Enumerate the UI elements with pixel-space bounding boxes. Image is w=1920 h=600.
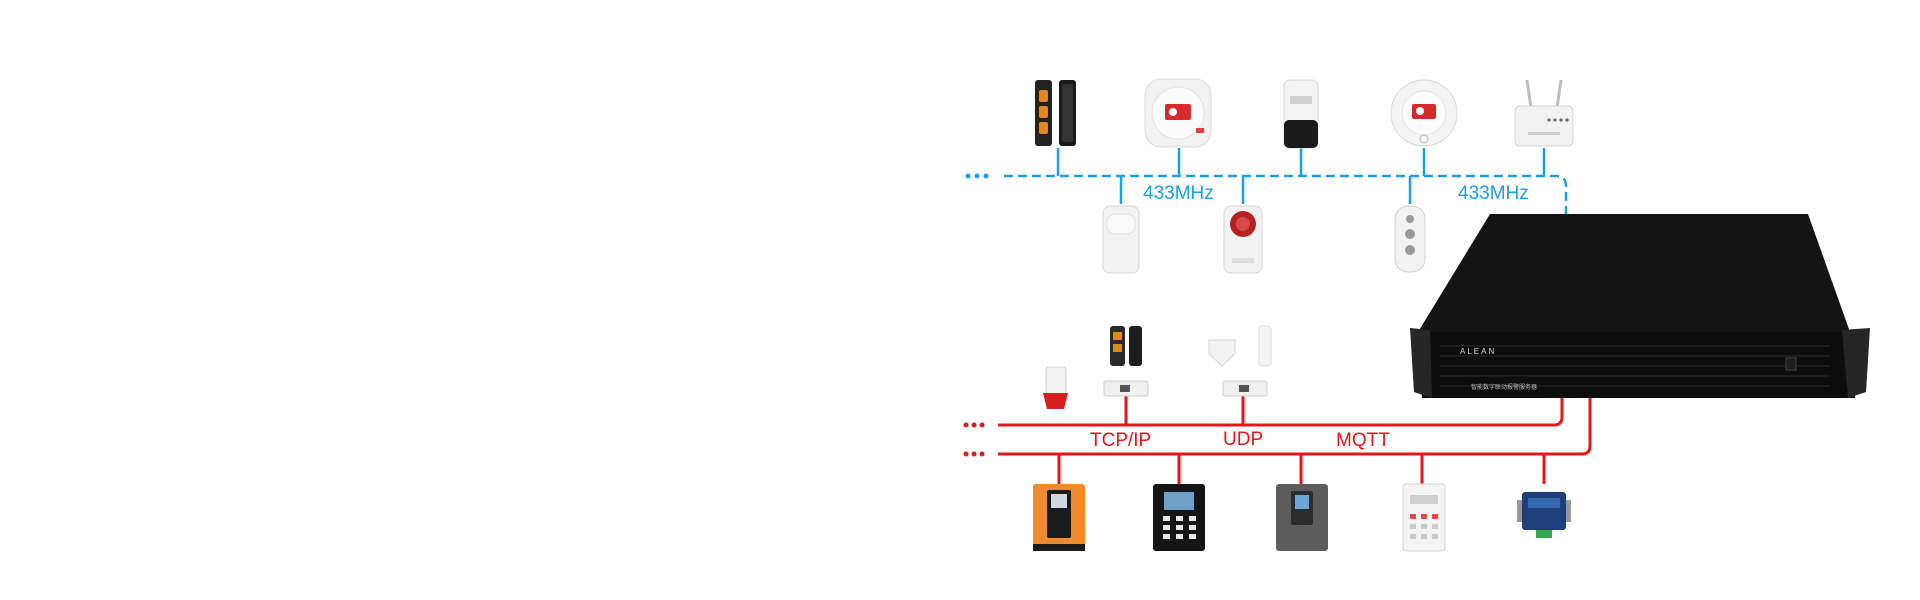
rack-ear-left	[1410, 328, 1432, 398]
wired-bus	[963, 396, 1592, 484]
server-brand-label: ALEAN	[1460, 347, 1496, 356]
wired-ellipsis-upper	[963, 422, 985, 428]
grey-panel-icon	[1276, 484, 1328, 551]
power-button-icon	[1785, 357, 1797, 371]
wireless-trunk-line	[1004, 174, 1568, 214]
server-model-label: 智能数字联动报警服务器	[1471, 383, 1537, 391]
wireless-label-1: 433MHz	[1143, 183, 1214, 204]
server-vent-lines	[1440, 345, 1830, 387]
pir-wall-detector-icon	[1283, 79, 1319, 149]
wireless-label-2: 433MHz	[1458, 183, 1529, 204]
wired-ellipsis-lower	[963, 451, 985, 457]
pir-detector-icon	[1102, 205, 1140, 274]
keypad-reader-icon	[1153, 484, 1205, 551]
alarm-server-host: ALEAN 智能数字联动报警服务器	[1410, 214, 1870, 398]
alarm-keypad-icon	[1402, 483, 1446, 552]
server-front-face	[1418, 332, 1855, 398]
round-smoke-detector-icon	[1390, 79, 1458, 147]
glassbreak-with-module-icon	[1208, 325, 1272, 397]
wired-lower-line	[998, 398, 1592, 456]
wireless-bus	[965, 148, 1568, 214]
protocol-label-tcpip: TCP/IP	[1090, 430, 1151, 451]
rack-ear-right	[1842, 328, 1870, 398]
remote-keyfob-icon	[1394, 205, 1426, 273]
strobe-siren-icon	[1223, 205, 1263, 274]
orange-access-panel-icon	[1033, 484, 1085, 551]
protocol-label-udp: UDP	[1223, 429, 1263, 450]
wired-upper-line	[998, 398, 1564, 427]
protocol-label-mqtt: MQTT	[1336, 430, 1390, 451]
network-converter-icon	[1517, 492, 1571, 538]
smoke-detector-icon	[1144, 78, 1212, 148]
siren-with-module-icon	[1043, 366, 1068, 409]
server-top-face	[1418, 214, 1850, 332]
beam-detector-icon	[1035, 80, 1076, 146]
beam-with-module-icon	[1103, 326, 1149, 397]
wireless-receiver-icon	[1514, 79, 1574, 147]
wireless-ellipsis	[965, 173, 989, 179]
